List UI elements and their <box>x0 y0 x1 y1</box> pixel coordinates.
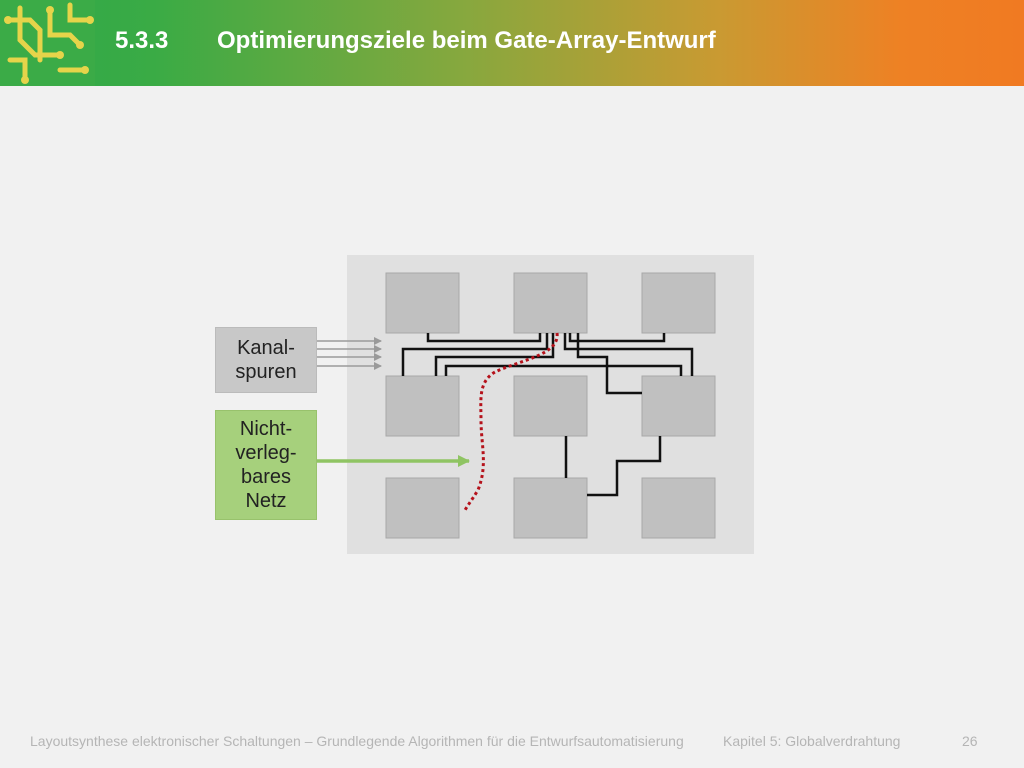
footer-page-number: 26 <box>962 733 978 749</box>
logic-cell <box>513 375 588 437</box>
footer-chapter: Kapitel 5: Globalverdrahtung <box>723 733 901 749</box>
logic-cell <box>513 272 588 334</box>
logic-cell <box>641 477 716 539</box>
label-line: Nicht- <box>239 418 293 440</box>
label-line: bares <box>240 466 292 488</box>
label-line: spuren <box>235 361 297 383</box>
slide-title: 5.3.3 Optimierungsziele beim Gate-Array-E… <box>115 27 716 55</box>
routed-nets <box>401 333 694 497</box>
title-text: Optimierungsziele beim Gate-Array-Entwur… <box>217 27 716 54</box>
footer: Layoutsynthese elektronischer Schaltunge… <box>0 730 1024 754</box>
channel-track-arrows <box>317 337 382 370</box>
section-number: 5.3.3 <box>115 27 169 54</box>
logic-cell <box>641 375 716 437</box>
label-line: Kanal- <box>237 337 295 359</box>
label-line: Netz <box>245 490 287 512</box>
logic-cell <box>641 272 716 334</box>
unroutable-net-label: Nicht- verleg- bares Netz <box>215 410 317 520</box>
footer-course-title: Layoutsynthese elektronischer Schaltunge… <box>30 733 684 749</box>
channel-tracks-label: Kanal- spuren <box>215 327 317 393</box>
circuit-logo <box>0 0 95 86</box>
logic-cell <box>385 477 460 539</box>
logic-cell <box>385 272 460 334</box>
logic-cell <box>513 477 588 539</box>
logic-cell <box>385 375 460 437</box>
label-line: verleg- <box>235 442 297 464</box>
unroutable-net-path <box>462 332 559 513</box>
circuit-board-icon <box>0 0 95 86</box>
title-bar: 5.3.3 Optimierungsziele beim Gate-Array-E… <box>0 0 1024 86</box>
